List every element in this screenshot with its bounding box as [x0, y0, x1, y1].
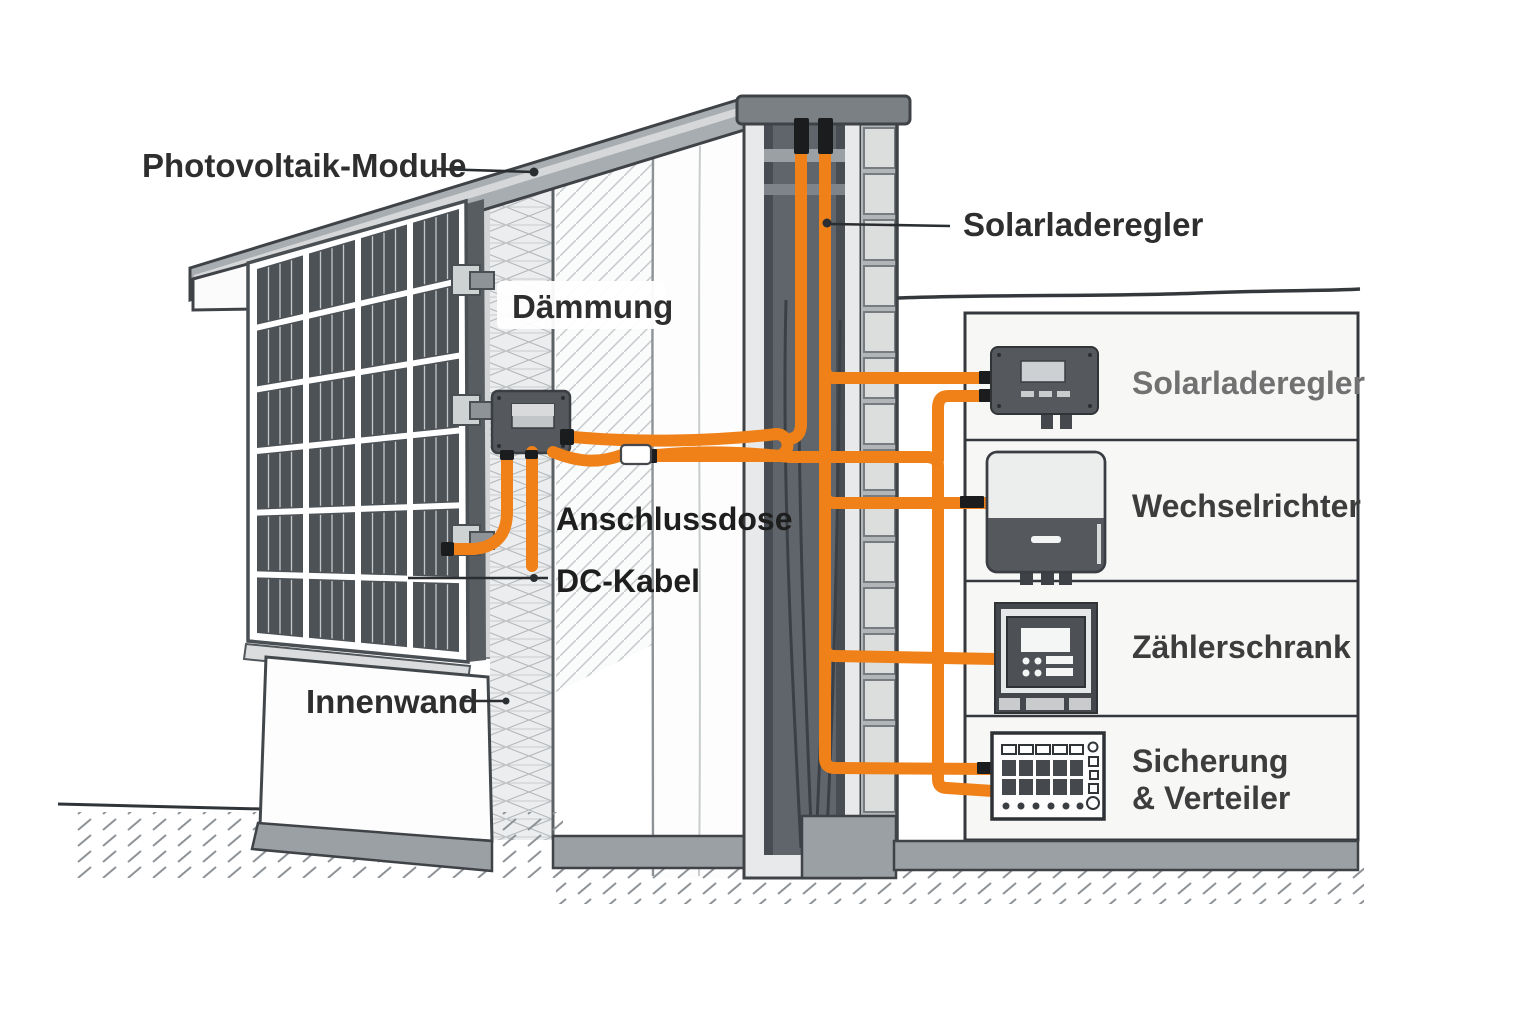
- wall-block: [863, 771, 896, 813]
- wall-block: [863, 725, 896, 767]
- label-indoor-verteiler: & Verteiler: [1132, 780, 1290, 816]
- label-dc-kabel: DC-Kabel: [556, 563, 700, 599]
- label-indoor-wechselrichter: Wechselrichter: [1132, 488, 1361, 524]
- leader-pv-module: [436, 167, 535, 174]
- bracket: [451, 264, 495, 296]
- house-base: [242, 642, 747, 873]
- cable-chase-right: [819, 146, 999, 775]
- wall-block: [863, 265, 896, 307]
- bracket-port: [441, 542, 454, 556]
- leader-lines: [408, 167, 951, 705]
- block-column: [800, 122, 899, 880]
- wall-block: [863, 311, 896, 353]
- wall-block: [863, 541, 896, 583]
- cable-panel-to-box: [444, 452, 513, 555]
- device-tip: [960, 496, 984, 508]
- cable-to-meter: [819, 640, 1002, 665]
- baseboard-right: [892, 839, 1360, 872]
- label-innenwand: Innenwand: [306, 683, 478, 720]
- ceiling-line: [896, 287, 1361, 300]
- mounting-brackets: [451, 264, 495, 556]
- wall-block: [863, 127, 896, 169]
- cable-to-inverter: [819, 488, 993, 509]
- cable-box-to-connector: [547, 446, 628, 467]
- meter-display: [1021, 628, 1070, 652]
- cable-to-controller-1: [819, 362, 988, 384]
- device-solar-charge-controller: [990, 346, 1099, 429]
- box-port: [525, 450, 538, 459]
- junction-box: [490, 389, 572, 455]
- leader-charge-controller: [829, 222, 951, 228]
- box-port: [500, 450, 514, 460]
- box-port: [560, 429, 574, 445]
- inline-connector: [619, 443, 653, 466]
- column-plinth: [800, 814, 898, 880]
- controller-display: [1020, 360, 1066, 383]
- label-indoor-solarladeregler: Solarladeregler: [1132, 365, 1365, 401]
- dc-cabling: [444, 146, 1002, 797]
- side-elements: [1086, 741, 1100, 810]
- label-anschlussdose: Anschlussdose: [556, 501, 793, 537]
- wall-block: [863, 173, 896, 215]
- breaker-tops: [1001, 744, 1084, 755]
- device-tip: [977, 762, 993, 774]
- wall-block: [863, 587, 896, 629]
- ground-hatch-right: [556, 866, 1364, 904]
- bracket: [451, 394, 495, 426]
- label-indoor-sicherung: Sicherung: [1132, 743, 1288, 779]
- terminal-dots: [1002, 802, 1084, 810]
- roof-connector: [794, 118, 809, 154]
- baseboard-left: [551, 834, 747, 870]
- label-solarladeregler-callout: Solarladeregler: [963, 206, 1203, 243]
- daemmung-label-bg: [497, 281, 665, 329]
- inverter-lower: [987, 518, 1105, 572]
- wall-block: [863, 403, 896, 445]
- label-daemmung: Dämmung: [512, 288, 673, 325]
- ground-line: [57, 802, 263, 811]
- blocks: [863, 127, 896, 813]
- wall-block: [863, 679, 896, 721]
- wall-block: [863, 219, 896, 261]
- label-indoor-zaehlerschrank: Zählerschrank: [1132, 629, 1351, 665]
- label-photovoltaik-module: Photovoltaik-Module: [142, 147, 467, 184]
- cable-to-controller-2: [932, 390, 988, 466]
- roof-connector: [818, 118, 833, 154]
- base-plinth-left: [250, 821, 494, 873]
- breaker-grid: [1002, 760, 1083, 795]
- device-fuse-distribution: [990, 731, 1106, 821]
- device-inverter: [985, 450, 1107, 585]
- panel-cells: [257, 209, 459, 652]
- pv-panel: [246, 198, 495, 664]
- device-meter-cabinet: [994, 602, 1098, 714]
- cable-chase-left: [784, 146, 807, 445]
